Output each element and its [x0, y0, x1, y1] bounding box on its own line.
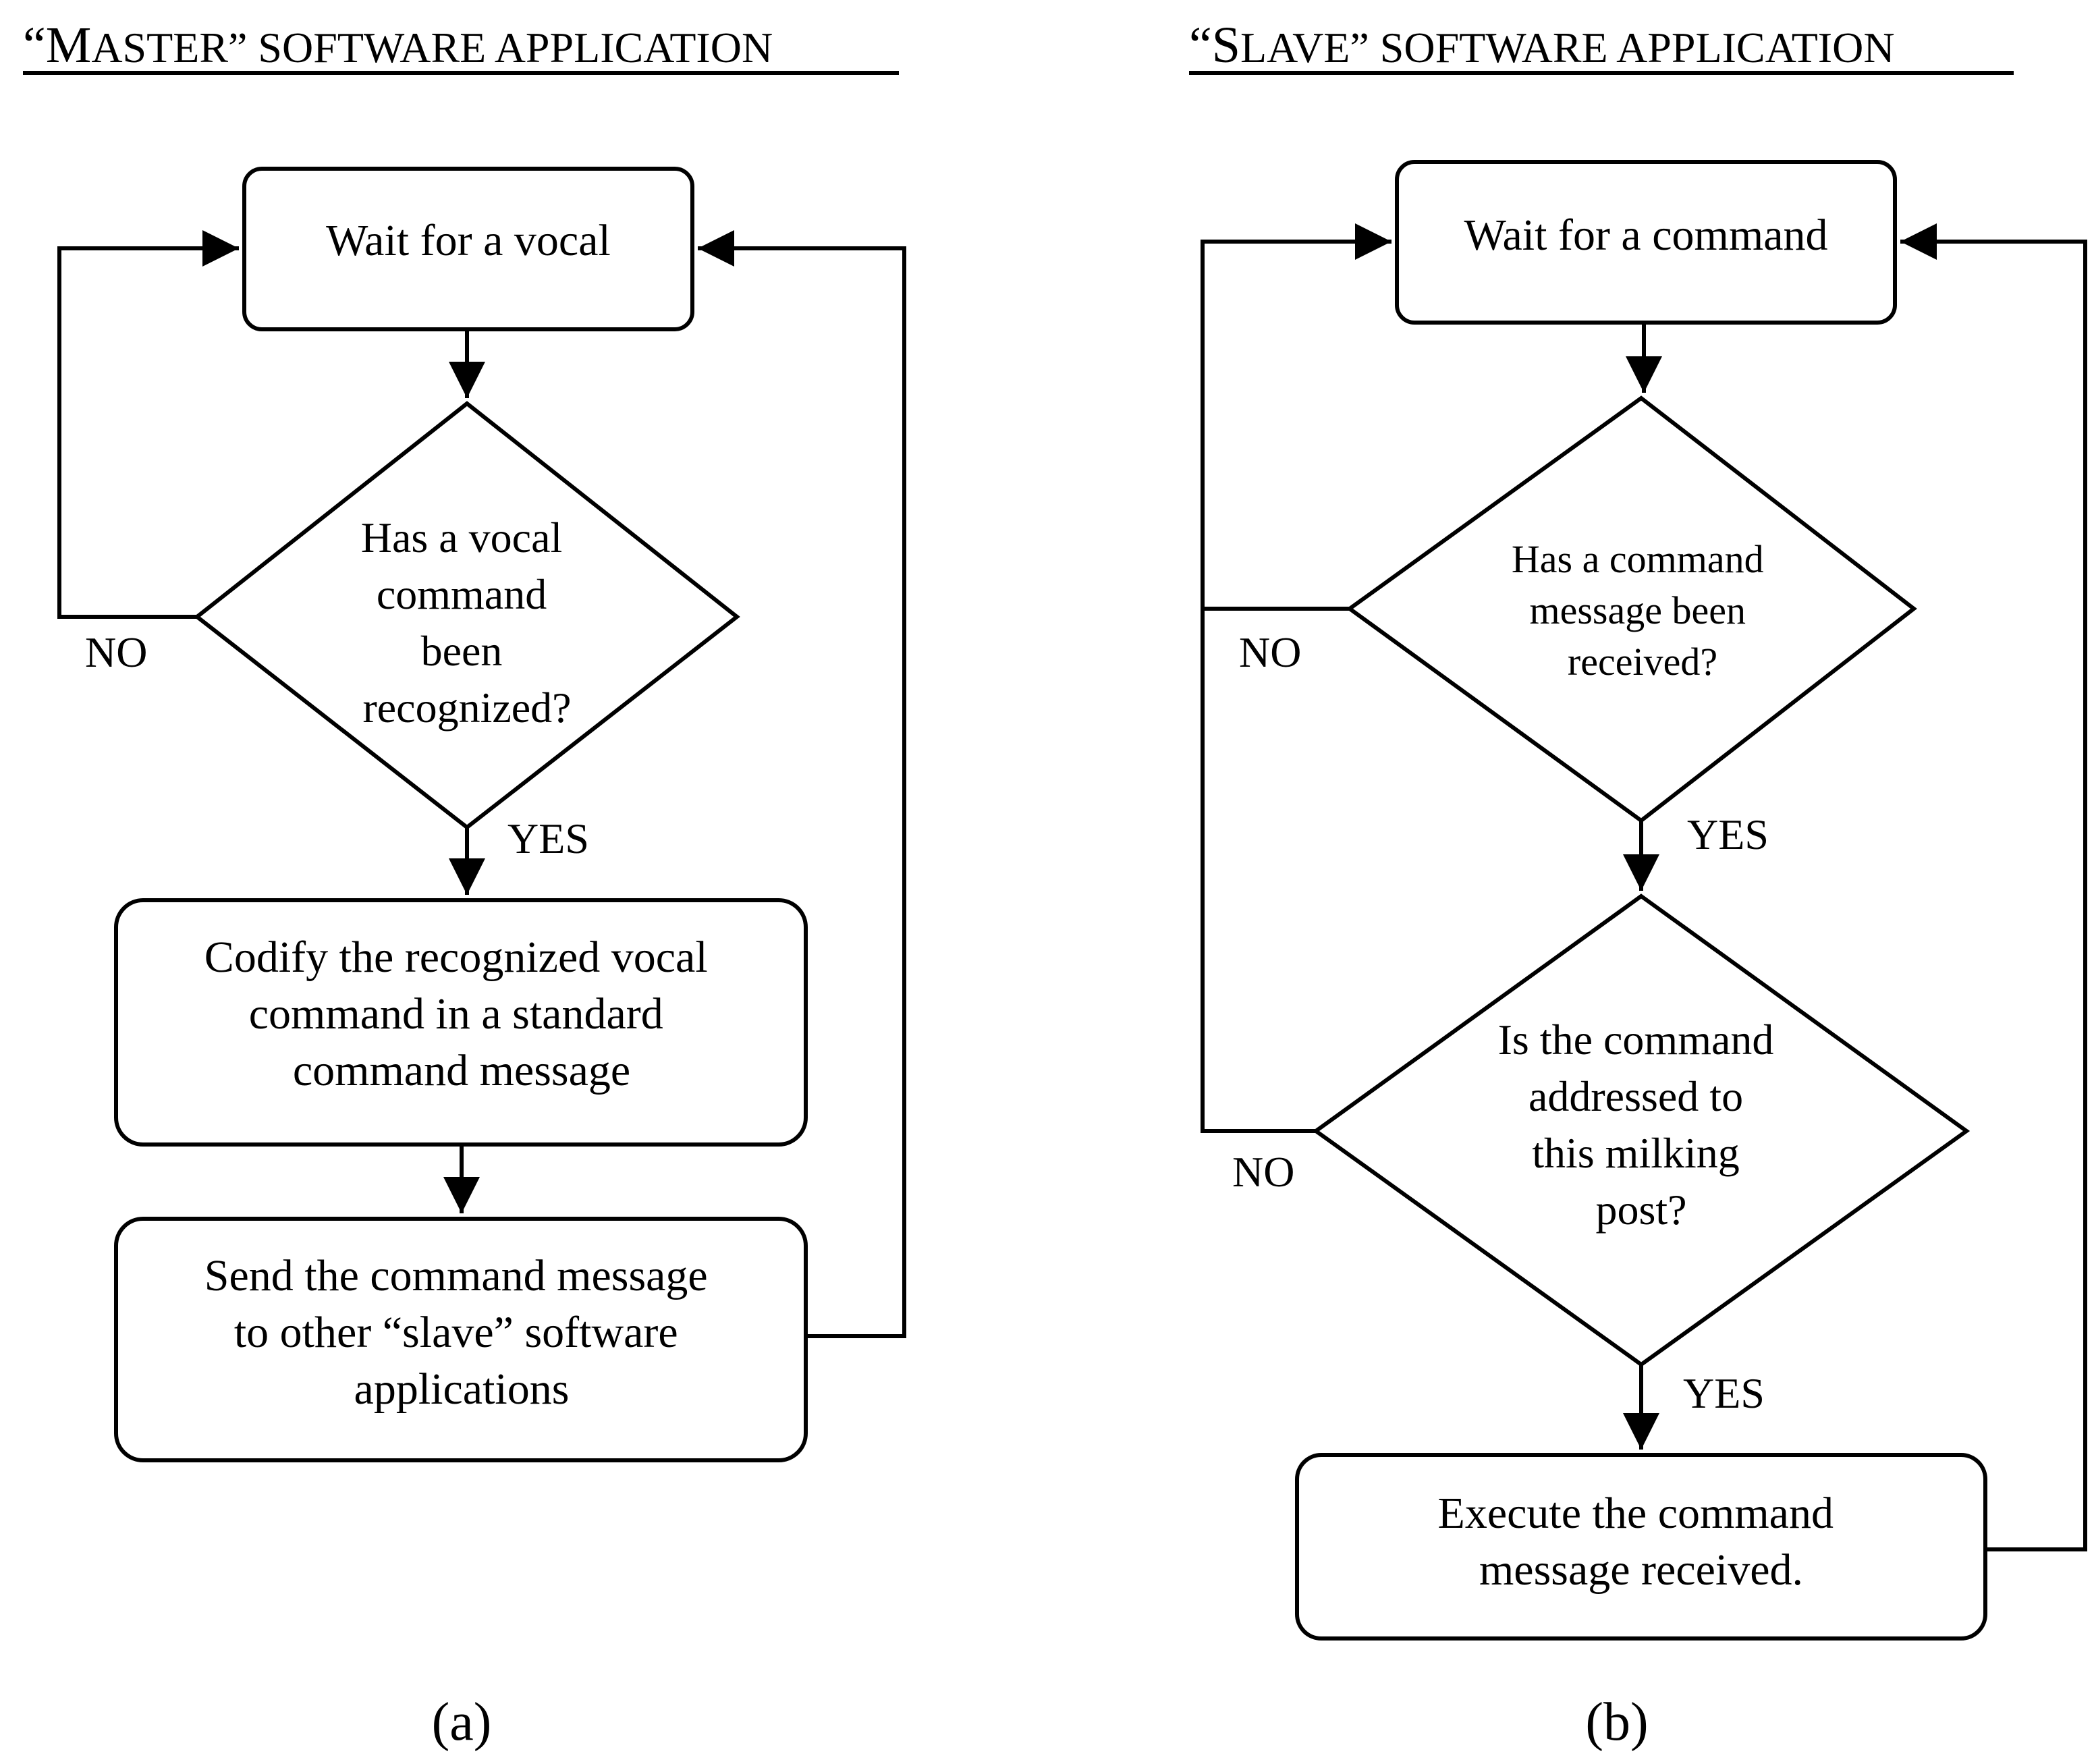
- a-send-box: [114, 1217, 808, 1462]
- a-send-text: Send the command message to other “slave…: [204, 1251, 719, 1414]
- b-no-label-1: NO: [1239, 628, 1301, 676]
- panel-a-master: “MASTER” SOFTWARE APPLICATION Wait for a…: [23, 17, 906, 1752]
- panel-b-slave: “SLAVE” SOFTWARE APPLICATION Wait for a …: [1189, 17, 2087, 1752]
- b-execute-text: Execute the command message received.: [1438, 1489, 1845, 1595]
- a-arrow-send-loop: [698, 230, 906, 1338]
- a-arrow-no-loop: [57, 230, 239, 619]
- b-decision1-text: Has a command message been received?: [1512, 537, 1773, 684]
- a-yes-label: YES: [507, 815, 589, 862]
- a-codify-text: Codify the recognized vocal command in a…: [204, 933, 719, 1095]
- b-arrow-no-loop-1: [1201, 223, 1392, 611]
- b-execute-box: [1295, 1453, 1987, 1641]
- panel-a-title: “MASTER” SOFTWARE APPLICATION: [23, 17, 773, 74]
- a-wait-text: Wait for a vocal: [326, 216, 611, 265]
- b-wait-text: Wait for a command: [1464, 211, 1828, 260]
- b-caption: (b): [1585, 1692, 1648, 1752]
- a-no-label: NO: [85, 628, 147, 676]
- b-arrow-execute-loop: [1900, 223, 2087, 1551]
- a-caption: (a): [432, 1692, 492, 1752]
- panel-b-title: “SLAVE” SOFTWARE APPLICATION: [1189, 17, 1895, 74]
- b-yes-label-1: YES: [1687, 810, 1769, 858]
- b-decision2-text: Is the command addressed to this milking…: [1498, 1016, 1785, 1234]
- b-no-label-2: NO: [1232, 1148, 1294, 1196]
- a-decision-text: Has a vocal command been recognized?: [361, 514, 574, 732]
- b-arrow-no-loop-2: [1201, 609, 1316, 1133]
- b-yes-label-2: YES: [1683, 1369, 1765, 1417]
